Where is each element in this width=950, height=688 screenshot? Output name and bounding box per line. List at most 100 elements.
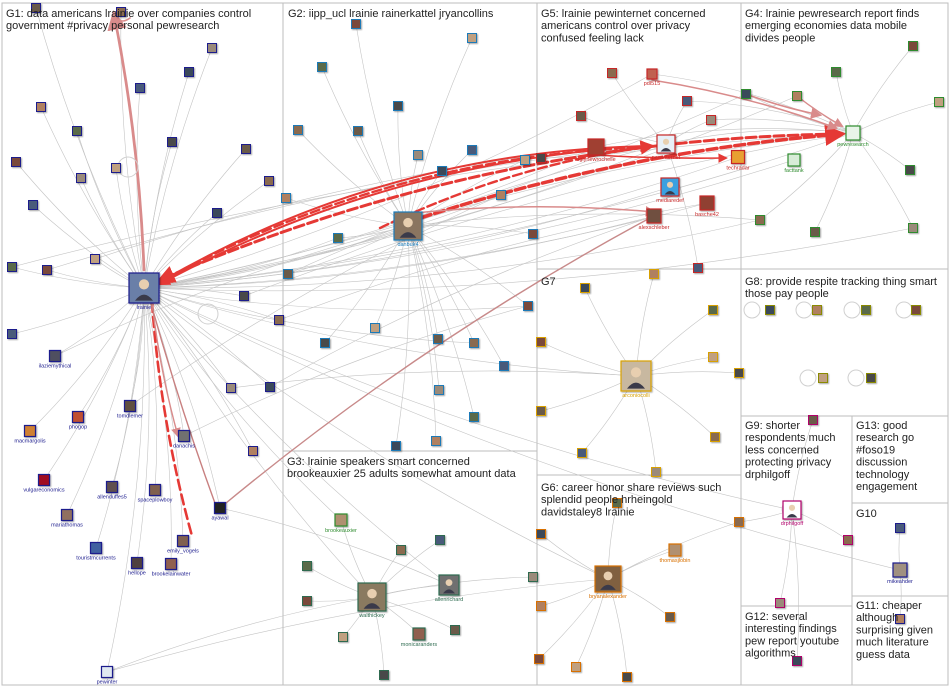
avatar-node[interactable] xyxy=(283,269,293,279)
node-avatar[interactable] xyxy=(89,541,103,555)
node-uglynewrochelle[interactable]: uglynewrochelle xyxy=(576,138,616,163)
avatar-node[interactable] xyxy=(905,165,915,175)
avatar-node[interactable] xyxy=(274,315,284,325)
node-macmargolis[interactable]: macmargolis xyxy=(14,424,46,445)
avatar-node[interactable] xyxy=(665,612,675,622)
avatar-node[interactable] xyxy=(934,97,944,107)
node-walthickey[interactable]: walthickey xyxy=(357,582,387,619)
node-avatar[interactable] xyxy=(100,665,114,679)
avatar-node[interactable] xyxy=(622,672,632,682)
avatar-node[interactable] xyxy=(810,227,820,237)
avatar-node[interactable] xyxy=(264,176,274,186)
avatar-node[interactable] xyxy=(353,126,363,136)
node-avatar[interactable] xyxy=(845,125,861,141)
node-pdl515[interactable]: pdl515 xyxy=(644,68,661,87)
avatar-node[interactable] xyxy=(241,144,251,154)
avatar-node[interactable] xyxy=(536,601,546,611)
avatar-node[interactable] xyxy=(28,200,38,210)
avatar-node[interactable] xyxy=(207,43,217,53)
avatar-node[interactable] xyxy=(706,115,716,125)
node-mikeahder[interactable]: mikeahder xyxy=(887,562,913,585)
node-avatar[interactable] xyxy=(71,410,85,424)
avatar-node[interactable] xyxy=(31,3,41,13)
node-avatar[interactable] xyxy=(892,562,908,578)
avatar-node[interactable] xyxy=(265,382,275,392)
node-allenduffes5[interactable]: allenduffes5 xyxy=(97,480,127,501)
node-basche42[interactable]: basche42 xyxy=(695,195,719,218)
node-avatar[interactable] xyxy=(646,68,658,80)
node-mariathomas[interactable]: mariathomas xyxy=(51,508,83,529)
avatar-node[interactable] xyxy=(528,572,538,582)
avatar-node[interactable] xyxy=(866,373,876,383)
avatar-node[interactable] xyxy=(450,625,460,635)
node-monicaranders[interactable]: monicaranders xyxy=(401,627,438,648)
avatar-node[interactable] xyxy=(534,654,544,664)
node-avatar[interactable] xyxy=(668,543,682,557)
node-pewresearch[interactable]: pewresearch xyxy=(837,125,869,148)
node-avatar[interactable] xyxy=(620,360,652,392)
avatar-node[interactable] xyxy=(523,301,533,311)
node-avatar[interactable] xyxy=(60,508,74,522)
avatar-node[interactable] xyxy=(469,338,479,348)
avatar-node[interactable] xyxy=(7,329,17,339)
avatar-node[interactable] xyxy=(248,446,258,456)
avatar-node[interactable] xyxy=(755,215,765,225)
avatar-node[interactable] xyxy=(499,361,509,371)
avatar-node[interactable] xyxy=(351,19,361,29)
avatar-node[interactable] xyxy=(135,83,145,93)
avatar-node[interactable] xyxy=(42,265,52,275)
node-spaceplowboy[interactable]: spaceplowboy xyxy=(138,483,173,504)
node-lrainie[interactable]: lrainie xyxy=(128,272,160,311)
avatar-node[interactable] xyxy=(413,150,423,160)
node-avatar[interactable] xyxy=(213,501,227,515)
node-emily_vogels[interactable]: emily_vogels xyxy=(167,534,199,555)
avatar-node[interactable] xyxy=(396,545,406,555)
avatar-node[interactable] xyxy=(775,598,785,608)
node-drphilgoff[interactable]: drphilgoff xyxy=(781,500,804,527)
node-avatar[interactable] xyxy=(105,480,119,494)
avatar-node[interactable] xyxy=(467,145,477,155)
avatar-node[interactable] xyxy=(612,498,622,508)
avatar-node[interactable] xyxy=(693,263,703,273)
avatar-node[interactable] xyxy=(895,614,905,624)
avatar-node[interactable] xyxy=(792,91,802,101)
node-techradar[interactable]: techradar xyxy=(726,149,750,172)
node-avatar[interactable] xyxy=(176,534,190,548)
node-avatar[interactable] xyxy=(177,429,191,443)
avatar-node[interactable] xyxy=(520,155,530,165)
avatar-node[interactable] xyxy=(708,352,718,362)
avatar-node[interactable] xyxy=(437,166,447,176)
avatar-node[interactable] xyxy=(651,467,661,477)
avatar-node[interactable] xyxy=(302,596,312,606)
avatar-node[interactable] xyxy=(467,33,477,43)
avatar-node[interactable] xyxy=(911,305,921,315)
avatar-node[interactable] xyxy=(908,223,918,233)
avatar-node[interactable] xyxy=(708,305,718,315)
avatar-node[interactable] xyxy=(435,535,445,545)
avatar-node[interactable] xyxy=(536,153,546,163)
avatar-node[interactable] xyxy=(741,89,751,99)
avatar-node[interactable] xyxy=(571,662,581,672)
node-avatar[interactable] xyxy=(164,557,178,571)
node-ayawal[interactable]: ayawal xyxy=(211,501,229,522)
avatar-node[interactable] xyxy=(861,305,871,315)
avatar-node[interactable] xyxy=(496,190,506,200)
node-hellope[interactable]: hellope xyxy=(128,556,146,577)
avatar-node[interactable] xyxy=(433,334,443,344)
node-avatar[interactable] xyxy=(48,349,62,363)
node-facttank[interactable]: facttank xyxy=(784,153,804,174)
avatar-node[interactable] xyxy=(576,111,586,121)
node-thomasjlobin[interactable]: thomasjlobin xyxy=(660,543,691,564)
avatar-node[interactable] xyxy=(184,67,194,77)
avatar-node[interactable] xyxy=(908,41,918,51)
avatar-node[interactable] xyxy=(808,415,818,425)
avatar-node[interactable] xyxy=(11,157,21,167)
avatar-node[interactable] xyxy=(710,432,720,442)
avatar-node[interactable] xyxy=(434,385,444,395)
avatar-node[interactable] xyxy=(90,254,100,264)
node-avatar[interactable] xyxy=(787,153,801,167)
avatar-node[interactable] xyxy=(536,406,546,416)
avatar-node[interactable] xyxy=(379,670,389,680)
avatar-node[interactable] xyxy=(281,193,291,203)
node-ilaziemythical[interactable]: ilaziemythical xyxy=(39,349,72,370)
